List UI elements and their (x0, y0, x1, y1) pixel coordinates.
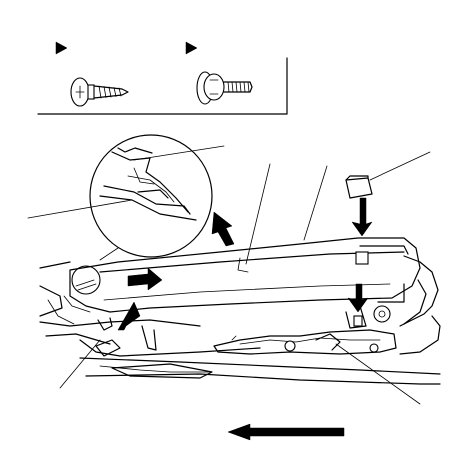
screw-icon (70, 77, 129, 107)
right-arrow-icon (127, 267, 163, 291)
down-arrow-icon (347, 283, 369, 313)
flange-bolt-icon (196, 71, 253, 105)
down-arrow-icon (351, 197, 373, 237)
trim-panel (69, 237, 421, 329)
diagonal-arrow-icon (117, 301, 141, 331)
left-arrow-icon (227, 423, 345, 441)
detail-magnifier (27, 134, 225, 261)
clip-part (345, 175, 373, 199)
leader-lines (59, 151, 431, 405)
triangle-pointer-icon (185, 41, 198, 55)
detail-callout-circle (71, 265, 101, 295)
triangle-pointer-icon (55, 41, 68, 55)
floor-line (47, 295, 91, 325)
fastener-legend (37, 41, 288, 115)
direction-arrows (117, 197, 373, 441)
vehicle-body (39, 255, 441, 385)
up-arrow-icon (211, 211, 235, 247)
